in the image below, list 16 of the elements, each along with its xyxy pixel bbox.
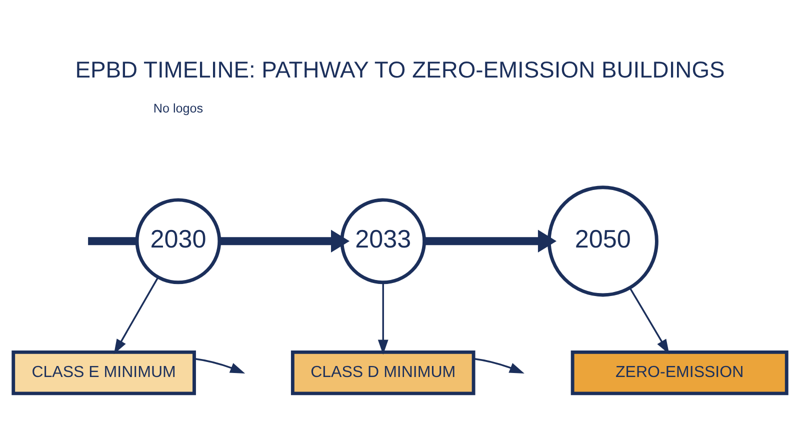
node-circle: 2030	[135, 198, 222, 284]
arrow	[474, 357, 524, 373]
arrow	[378, 282, 388, 354]
arrow	[194, 357, 246, 373]
node-box: ZERO-EMISSION	[570, 350, 788, 395]
arrow	[219, 229, 350, 252]
node-box: CLASS E MINIMUM	[12, 350, 196, 395]
arrow	[629, 286, 670, 354]
connector	[88, 236, 137, 245]
node-circle: 2033	[340, 198, 426, 284]
label: No logos	[153, 101, 204, 116]
arrow	[114, 276, 159, 354]
node-circle: 2050	[547, 185, 658, 296]
diagram-title: EPBD TIMELINE: PATHWAY TO ZERO-EMISSION BUILDINGS	[75, 56, 725, 82]
arrow	[424, 229, 557, 252]
node-box: CLASS D MINIMUM	[290, 350, 476, 395]
